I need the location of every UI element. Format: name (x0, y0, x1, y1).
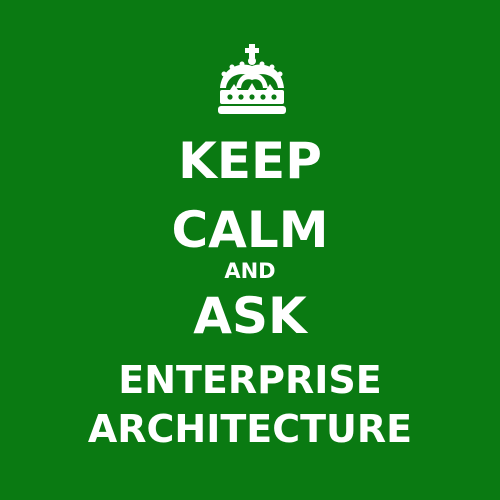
slogan-line-and: AND (224, 259, 276, 283)
crown-icon (218, 44, 286, 114)
slogan-line-keep: KEEP (178, 132, 322, 190)
slogan-line-enterprise: ENTERPRISE (118, 358, 382, 402)
slogan-line-calm: CALM (171, 201, 329, 259)
slogan-line-architecture: ARCHITECTURE (87, 407, 413, 451)
slogan-line-ask: ASK (193, 287, 307, 345)
